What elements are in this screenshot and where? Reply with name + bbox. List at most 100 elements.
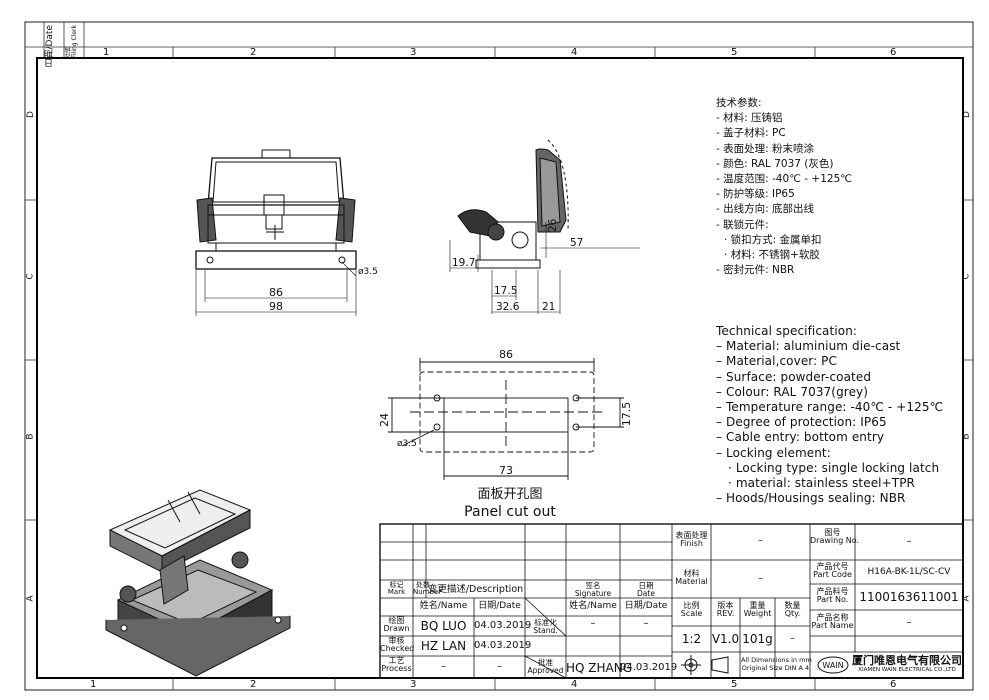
dim-cutout-86: 86 [499,348,513,361]
dim-side-26: 26 [547,218,559,232]
dim-side-32.6: 32.6 [496,301,520,313]
dim-side-57: 57 [570,237,583,249]
tb-approved-date: 04.03.2019 [620,662,678,673]
spec-cn-line: - 盖子材料: PC [716,127,786,140]
tb-date-header-2: 日期/Date [624,601,668,611]
tb-process-name: – [441,661,446,672]
dim-cutout-hole: ø3.5 [397,439,417,449]
tb-drawn-name: BQ LUO [420,619,467,633]
tb-part-code-value: H16A-BK-1L/SC-CV [867,567,951,577]
tb-part-name-value: – [906,617,912,628]
tb-number-label: 处数 Number [413,581,442,597]
spec-cn-line: - 表面处理: 粉末喷涂 [716,142,815,155]
spec-en-list: Technical specification: – Material: alu… [716,324,943,506]
spec-cn-line: - 材料: 压铸铝 [716,112,783,125]
tb-approved-name: HQ ZHANG [566,661,633,675]
tb-description-label: 变更描述/Description [427,584,524,595]
projection-symbol-icon [681,655,729,675]
tb-part-code-label: 产品代号 Part Code [813,562,852,580]
tb-name-header-2: 姓名/Name [569,601,617,611]
tb-material-label: 材料 Material [675,569,708,587]
tb-date-header: 日期/Date [478,601,521,611]
spec-en-line: – Temperature range: -40℃ - +125℃ [716,400,944,415]
tb-finish-value: – [758,535,763,546]
front-view [195,149,357,270]
tb-drawn-date: 04.03.2019 [474,620,532,631]
tb-rev-value: V1.0 [711,632,740,646]
spec-cn-line: - 联锁元件: [716,218,769,231]
spec-cn-line: - 出线方向: 底部出线 [716,203,815,216]
tb-part-name-label: 产品名称 Part Name [811,613,854,631]
spec-cn-line: · 锁扣方式: 金属单扣 [724,233,822,246]
tb-scale-label: 比例 Scale [680,601,703,619]
dim-cutout-17.5: 17.5 [620,402,633,427]
tb-mark-label: 标记 Mark [387,581,406,597]
spec-cn-list: 技术参数: - 材料: 压铸铝 - 盖子材料: PC - 表面处理: 粉末喷涂 … [716,96,852,278]
tb-qty-label: 数量 Qty. [784,601,801,619]
tb-checked-name: HZ LAN [420,639,467,653]
tb-process-label: 工艺 Process [381,656,412,674]
zone-col-3-bottom: 3 [410,679,417,690]
spec-en-line: – Degree of protection: IP65 [716,415,887,430]
zone-row-d: D [25,111,36,118]
zone-col-6-bottom: 6 [890,679,897,690]
zone-row-b-right: B [961,433,972,440]
dim-front-hole: ø3.5 [358,267,378,277]
zone-ticks [25,22,973,690]
cutout-title-en: Panel cut out [464,504,556,520]
spec-en-line: – Hoods/Housings sealing: NBR [716,491,906,506]
zone-row-a-right: A [961,595,972,602]
tb-weight-label: 重量 Weight [743,601,772,619]
spec-en-line: · Locking type: single locking latch [728,460,940,475]
side-dimensions [449,222,640,314]
tb-date-label: 日期 Date [637,581,655,598]
spec-en-line: – Material: aluminium die-cast [716,339,901,354]
tb-drawing-no-label: 图号 Drawing No. [810,528,860,546]
tb-process-date: – [497,661,502,672]
tb-drawing-no-value: – [906,536,912,547]
dim-side-17.5: 17.5 [494,285,517,297]
spec-en-line: – Colour: RAL 7037(grey) [716,384,869,399]
dim-cutout-73: 73 [499,464,513,477]
tb-drawn-label: 绘图 Drawn [383,616,410,634]
zone-col-1-bottom: 1 [90,679,97,690]
zone-row-c-right: C [961,273,972,280]
zone-row-d-right: D [961,111,972,118]
dim-front-86: 86 [269,286,283,299]
tb-approved-label: 批准 Approved [527,658,564,675]
tb-stand-label: 标准化 Stand. [533,618,558,635]
tb-weight-value: 101g [742,632,773,646]
tb-finish-label: 表面处理 Finish [675,531,708,549]
cutout-view [388,358,624,480]
iso-view [105,489,291,677]
spec-cn-line: · 材料: 不锈钢+软胶 [724,249,820,262]
zone-col-2: 2 [250,47,257,58]
dim-front-98: 98 [269,300,283,313]
tb-checked-label: 审核 Checked [380,636,415,654]
spec-en-line: Technical specification: [716,324,858,338]
side-view [457,139,569,269]
tb-checked-date: 04.03.2019 [474,640,532,651]
tb-rev-label: 版本 REV. [716,601,735,619]
zone-row-c: C [25,273,36,280]
spec-en-line: – Surface: powder-coated [716,369,872,384]
tb-stand-date: – [643,618,649,629]
zone-col-2-bottom: 2 [250,679,257,690]
svg-text:WAIN: WAIN [822,661,843,670]
tb-qty-value: – [790,633,795,644]
spec-cn-line: - 防护等级: IP65 [716,188,795,201]
spec-en-line: – Cable entry: bottom entry [716,430,885,445]
corner-date-label: 日期/Date [45,25,55,68]
tb-material-value: – [758,573,763,584]
tb-scale-value: 1:2 [681,632,702,646]
spec-en-line: – Material,cover: PC [716,354,837,369]
spec-cn-line: - 密封元件: NBR [716,264,795,277]
zone-col-4: 4 [571,47,578,58]
tb-stand-name: – [590,618,596,629]
zone-col-3: 3 [410,47,417,58]
spec-cn-line: - 颜色: RAL 7037 (灰色) [716,157,834,170]
zone-row-b: B [25,433,36,440]
spec-en-line: · material: stainless steel+TPR [728,476,915,491]
